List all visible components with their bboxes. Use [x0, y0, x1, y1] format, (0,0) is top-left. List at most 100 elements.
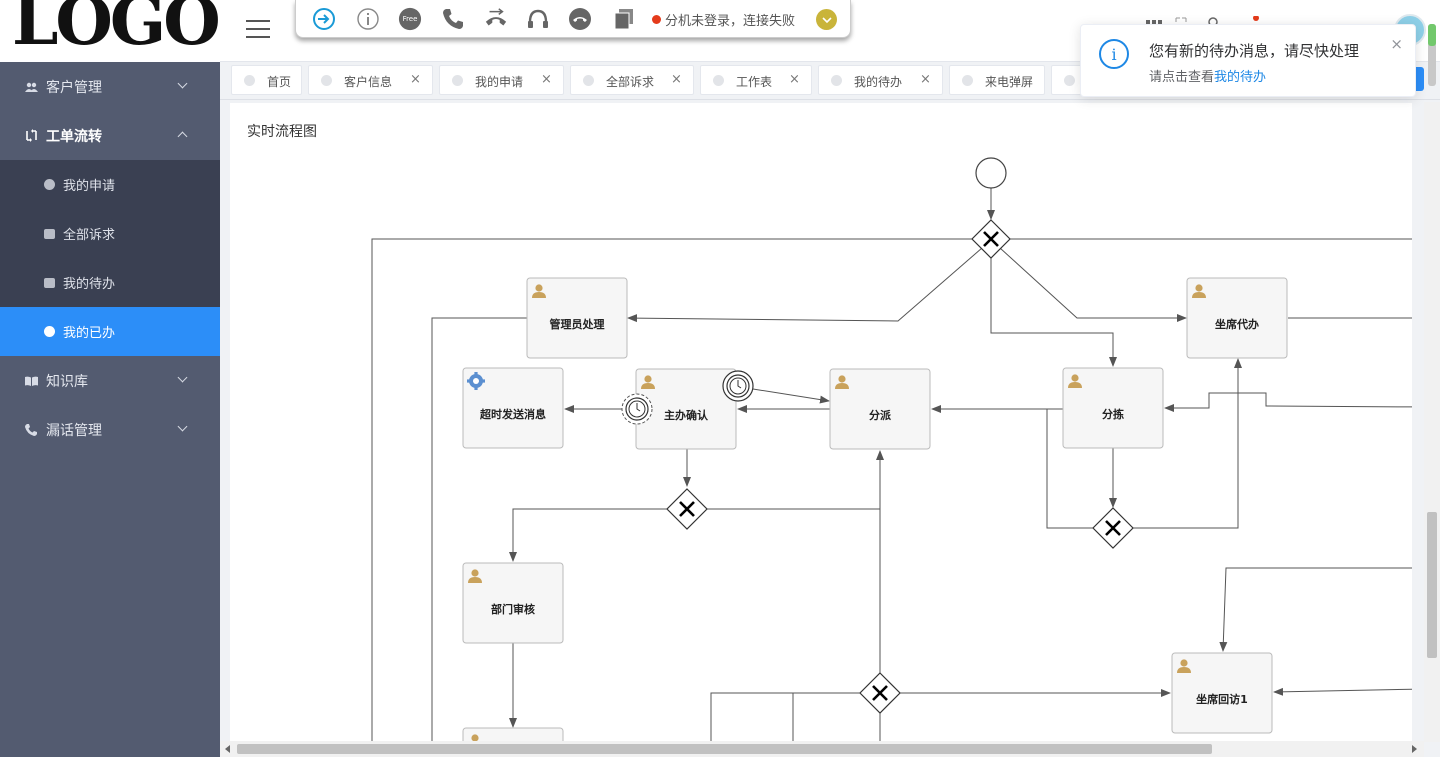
task-label: 部门审核 — [491, 603, 535, 616]
start-event — [975, 157, 1007, 189]
scroll-left-icon[interactable] — [225, 745, 230, 753]
info-icon[interactable] — [356, 8, 380, 30]
task-dispatch — [829, 368, 931, 450]
tab-dot-icon — [244, 75, 255, 86]
main-content: 实时流程图 — [230, 103, 1412, 743]
status-dot-icon — [652, 15, 661, 24]
task-dept — [462, 562, 564, 644]
logo[interactable]: LOGO — [0, 0, 220, 62]
task-label: 坐席代办 — [1215, 318, 1259, 331]
task-timeout — [462, 367, 564, 449]
tab-dot-icon — [1064, 75, 1075, 86]
tab-label: 来电弹屏 — [985, 75, 1034, 89]
gateway-top — [971, 219, 1011, 259]
task-label: 管理员处理 — [549, 318, 605, 331]
action-button-edge[interactable] — [1416, 67, 1424, 91]
phone-toolbar: Free 分机未登录，连接失败 — [295, 0, 851, 38]
notification-link[interactable]: 我的待办 — [1214, 70, 1267, 85]
sidebar-item-label: 漏话管理 — [46, 422, 102, 439]
sidebar-item-workflow[interactable]: 工单流转 — [0, 111, 220, 160]
task-label: 坐席回访1 — [1196, 693, 1248, 706]
page-title: 实时流程图 — [247, 124, 317, 140]
sidebar-item-customer[interactable]: 客户管理 — [0, 62, 220, 111]
sidebar-item-label: 全部诉求 — [63, 228, 116, 243]
task-sort — [1062, 367, 1164, 449]
copy-icon[interactable] — [612, 8, 636, 30]
status-dropdown-icon[interactable] — [816, 9, 837, 30]
logo-text: LOGO — [12, 0, 220, 60]
timer-icon — [621, 393, 653, 425]
chevron-down-icon — [177, 372, 188, 383]
tab-label: 全部诉求 — [606, 75, 655, 89]
tab-all-requests[interactable]: 全部诉求 × — [570, 65, 694, 95]
sidebar-item-missed-calls[interactable]: 漏话管理 — [0, 405, 220, 454]
task-admin — [526, 277, 628, 359]
task-label: 分派 — [869, 409, 891, 422]
close-icon[interactable]: × — [410, 72, 421, 87]
close-icon[interactable]: × — [920, 72, 931, 87]
doc-icon — [44, 277, 55, 288]
sidebar-item-label: 知识库 — [46, 373, 88, 390]
sidebar-item-my-todo[interactable]: 我的待办 — [0, 258, 220, 307]
login-icon[interactable] — [312, 8, 336, 30]
tab-dot-icon — [962, 75, 973, 86]
info-icon: i — [1099, 39, 1129, 69]
tab-customer-info[interactable]: 客户信息 × — [308, 65, 433, 95]
tab-label: 我的申请 — [475, 75, 524, 89]
users-icon — [24, 80, 38, 94]
task-partial — [462, 727, 564, 743]
close-icon[interactable]: × — [1390, 35, 1403, 53]
task-agent — [1186, 277, 1288, 359]
tab-incoming-popup[interactable]: 来电弹屏 — [949, 65, 1045, 95]
timer-icon — [722, 370, 754, 402]
vertical-scrollbar[interactable] — [1424, 102, 1440, 742]
close-icon[interactable]: × — [671, 72, 682, 87]
tab-label: 客户信息 — [344, 75, 393, 89]
sidebar-item-knowledge[interactable]: 知识库 — [0, 356, 220, 405]
side-scroll-track — [1428, 24, 1436, 86]
menu-toggle-icon[interactable] — [246, 20, 270, 38]
sidebar-item-label: 客户管理 — [46, 79, 102, 96]
gear-icon — [467, 372, 485, 390]
tab-dot-icon — [583, 75, 594, 86]
horizontal-scrollbar[interactable] — [220, 741, 1424, 757]
tab-my-applications[interactable]: 我的申请 × — [439, 65, 564, 95]
sidebar-item-label: 工单流转 — [46, 128, 102, 145]
workflow-submenu: 我的申请 全部诉求 我的待办 我的已办 — [0, 160, 220, 356]
notification-text: 请点击查看我的待办 — [1149, 66, 1266, 85]
sidebar-item-my-applications[interactable]: 我的申请 — [0, 160, 220, 209]
circle-icon — [44, 326, 55, 337]
gateway-bottom — [859, 672, 901, 714]
header-tools — [1146, 15, 1266, 28]
extension-status-text: 分机未登录，连接失败 — [665, 14, 796, 29]
hangup-icon[interactable] — [568, 8, 592, 30]
headset-icon[interactable] — [526, 8, 550, 30]
tab-home[interactable]: 首页 — [231, 65, 302, 95]
free-status-icon[interactable]: Free — [398, 7, 422, 31]
chevron-up-icon — [177, 131, 188, 142]
circle-icon — [44, 179, 55, 190]
process-diagram — [371, 157, 1412, 743]
notification-toast: i 您有新的待办消息，请尽快处理 请点击查看我的待办 × — [1080, 24, 1416, 97]
sidebar-item-label: 我的申请 — [63, 179, 116, 194]
tab-worksheet[interactable]: 工作表 × — [700, 65, 812, 95]
close-icon[interactable]: × — [789, 72, 800, 87]
tab-my-todo[interactable]: 我的待办 × — [818, 65, 943, 95]
phone-call-icon[interactable] — [441, 8, 465, 30]
gateway-confirm — [666, 488, 708, 530]
side-scroll-indicator — [1428, 24, 1436, 46]
extension-status: 分机未登录，连接失败 — [652, 10, 795, 29]
scroll-right-icon[interactable] — [1412, 745, 1417, 753]
sidebar-item-my-done[interactable]: 我的已办 — [0, 307, 220, 356]
task-label: 超时发送消息 — [480, 408, 546, 421]
hangup-transfer-icon[interactable] — [484, 8, 508, 30]
notification-prefix: 请点击查看 — [1149, 70, 1215, 85]
notification-title: 您有新的待办消息，请尽快处理 — [1149, 42, 1360, 60]
chevron-down-icon — [177, 78, 188, 89]
sidebar-item-all-requests[interactable]: 全部诉求 — [0, 209, 220, 258]
free-label: Free — [402, 15, 418, 23]
tab-label: 工作表 — [736, 75, 773, 89]
vertical-scroll-thumb[interactable] — [1427, 512, 1437, 658]
close-icon[interactable]: × — [541, 72, 552, 87]
horizontal-scroll-thumb[interactable] — [237, 744, 1212, 754]
